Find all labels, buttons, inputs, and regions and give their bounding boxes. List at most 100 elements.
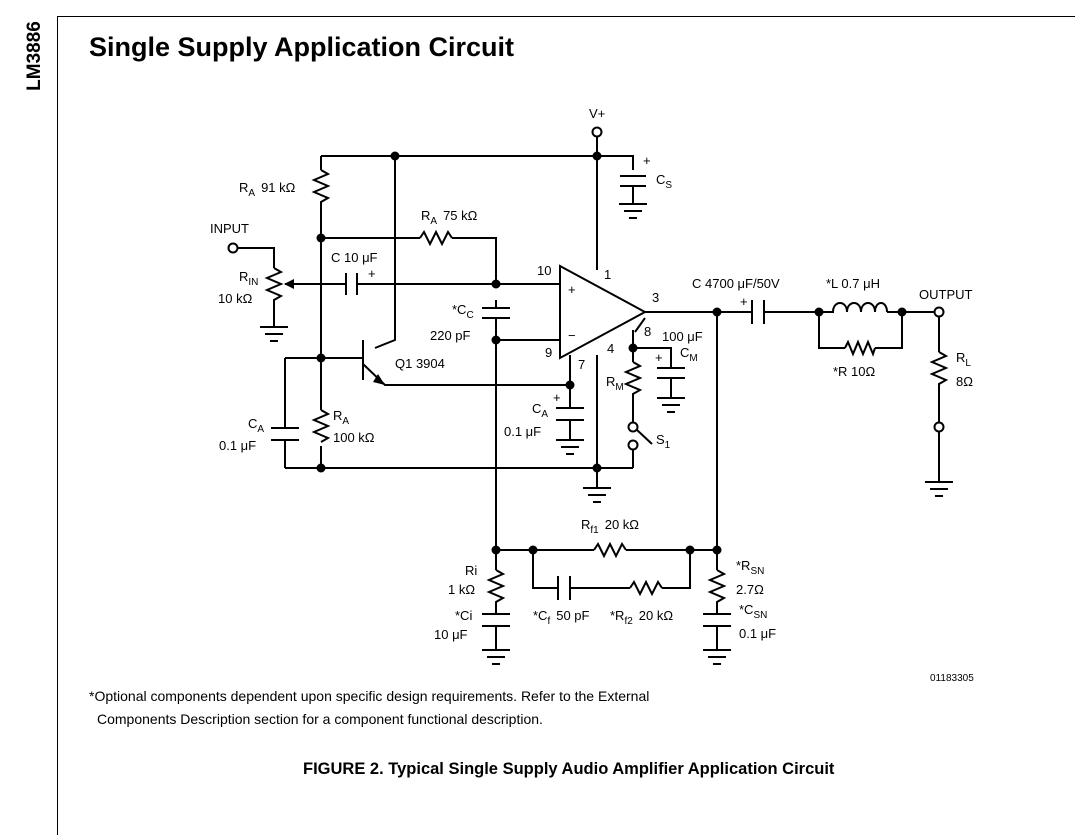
vplus-terminal <box>591 126 603 138</box>
junctions <box>316 151 907 555</box>
cs-label: CS <box>656 172 672 191</box>
ca2-label: CA <box>532 401 548 420</box>
cf-sub: f <box>547 616 550 627</box>
resistor-ra-100k <box>311 409 331 443</box>
rl-sub: L <box>965 358 971 369</box>
ra-75k-sub: A <box>430 216 437 227</box>
resistors <box>264 169 949 604</box>
rin-name: R <box>239 269 248 284</box>
ca1-name: C <box>248 416 257 431</box>
capacitor-cm <box>657 367 685 398</box>
ra-91k-sub: A <box>248 188 255 199</box>
footnote-line-1: *Optional components dependent upon spec… <box>89 688 650 704</box>
ground-cs <box>619 203 647 219</box>
opamp: + − 10 1 3 9 7 8 4 <box>537 263 659 372</box>
ra-100k-name: R <box>333 408 342 423</box>
s1-name: S <box>656 432 665 447</box>
resistor-rf1 <box>593 541 627 559</box>
capacitor-cc <box>482 307 510 319</box>
ground-ci <box>482 649 510 665</box>
wires <box>238 136 940 650</box>
ground-main <box>583 487 611 503</box>
rf2-sub: f2 <box>624 616 633 627</box>
rl-bottom-terminal <box>933 421 945 433</box>
s1-switch-lever <box>636 429 653 445</box>
ci-name: *Ci <box>455 608 472 623</box>
ca2-polarity: + <box>553 390 561 405</box>
cin-label: C 10 μF <box>331 250 378 265</box>
capacitor-ca1 <box>271 427 299 441</box>
l-label: *L 0.7 μH <box>826 276 880 291</box>
ground-cm <box>657 397 685 413</box>
s1-top-contact <box>627 421 639 433</box>
resistor-ri <box>486 569 506 604</box>
ra-91k-name: R <box>239 180 248 195</box>
rm-label: RM <box>606 374 624 393</box>
capacitor-ci <box>482 613 510 627</box>
output-label: OUTPUT <box>919 287 973 302</box>
rsn-sub: SN <box>750 566 764 577</box>
rl-label: RL <box>956 350 971 369</box>
cs-sub: S <box>665 180 672 191</box>
resistor-r10 <box>844 339 876 357</box>
r10-label: *R 10Ω <box>833 364 876 379</box>
ca2-name: C <box>532 401 541 416</box>
ground-rl <box>925 481 953 497</box>
ra-100k-sub: A <box>342 416 349 427</box>
opamp-minus-sign: − <box>568 328 576 343</box>
rin-label: RIN <box>239 269 258 288</box>
figure-code: 01183305 <box>930 673 974 684</box>
pin-7-label: 7 <box>578 357 585 372</box>
pin-8-label: 8 <box>644 324 651 339</box>
cc-name: *C <box>452 302 466 317</box>
csn-name: *C <box>739 602 753 617</box>
resistor-rin <box>264 267 284 302</box>
ri-name: Ri <box>465 563 477 578</box>
pin-3-label: 3 <box>652 290 659 305</box>
ca1-value: 0.1 μF <box>219 438 256 453</box>
rl-value: 8Ω <box>956 374 973 389</box>
resistor-rm <box>623 361 643 398</box>
ground-rin <box>260 326 288 342</box>
rsn-label: *RSN <box>736 558 764 577</box>
rin-sub: IN <box>248 277 258 288</box>
s1-label: S1 <box>656 432 671 451</box>
csn-value: 0.1 μF <box>739 626 776 641</box>
rf1-value: 20 kΩ <box>605 517 640 532</box>
cc-value: 220 pF <box>430 328 471 343</box>
page-title: Single Supply Application Circuit <box>89 32 515 62</box>
rm-name: R <box>606 374 615 389</box>
q1-label: Q1 3904 <box>395 356 445 371</box>
capacitor-cs <box>620 175 646 187</box>
ground-ca2 <box>556 439 584 455</box>
capacitors <box>271 175 765 627</box>
resistor-ra-91k <box>311 169 331 206</box>
ra-100k-label: RA <box>333 408 349 427</box>
input-terminal <box>227 242 239 254</box>
inductor-l <box>819 302 888 313</box>
capacitor-ca2 <box>556 407 584 421</box>
resistor-ra-75k <box>419 229 453 247</box>
rin-value: 10 kΩ <box>218 291 253 306</box>
resistor-rsn <box>707 569 727 604</box>
ca1-label: CA <box>248 416 264 435</box>
input-label: INPUT <box>210 221 249 236</box>
opamp-plus-sign: + <box>568 282 576 297</box>
pin-4-label: 4 <box>607 341 614 356</box>
output-terminal <box>933 306 945 318</box>
cout-polarity: + <box>740 294 748 309</box>
rm-sub: M <box>615 382 623 393</box>
grounds <box>260 203 953 665</box>
q1-emitter-arrow <box>373 374 385 385</box>
cout-label: C 4700 μF/50V <box>692 276 780 291</box>
ri-value: 1 kΩ <box>448 582 475 597</box>
pin-9-label: 9 <box>545 345 552 360</box>
terminals <box>227 126 945 451</box>
